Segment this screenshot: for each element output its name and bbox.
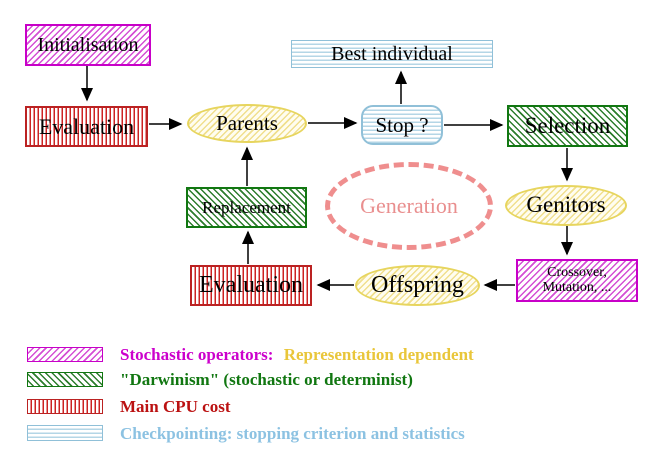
node-best-individual: Best individual (291, 40, 493, 68)
legend-swatch-stochastic (27, 347, 103, 362)
legend-swatch-checkpointing (27, 425, 103, 441)
node-evaluation-top: Evaluation (25, 106, 148, 147)
legend-label-darwinism: "Darwinism" (stochastic or determinist) (120, 370, 413, 389)
node-crossover-mutation: Crossover, Mutation, ... (516, 259, 638, 302)
node-replacement: Replacement (186, 187, 307, 228)
legend-label-representation: Representation dependent (283, 345, 474, 364)
legend-label-stochastic-main: Stochastic operators: (120, 345, 274, 364)
crossover-line2: Mutation, ... (542, 279, 612, 295)
legend-label-checkpointing: Checkpointing: stopping criterion and st… (120, 424, 465, 443)
crossover-line1: Crossover, (547, 264, 607, 280)
node-offspring: Offspring (355, 265, 480, 306)
legend-swatch-cpu-cost (27, 399, 103, 414)
node-parents: Parents (187, 104, 307, 143)
node-genitors: Genitors (505, 185, 627, 226)
legend-swatch-darwinism (27, 372, 103, 387)
node-initialisation: Initialisation (25, 24, 151, 66)
node-selection: Selection (507, 105, 628, 147)
legend-label-cpu-cost: Main CPU cost (120, 397, 231, 416)
generation-loop-ellipse: Generation (325, 162, 493, 250)
legend-label-stochastic: Stochastic operators: Representation dep… (120, 345, 474, 365)
node-stop: Stop ? (361, 105, 443, 145)
node-evaluation-bottom: Evaluation (190, 265, 312, 306)
